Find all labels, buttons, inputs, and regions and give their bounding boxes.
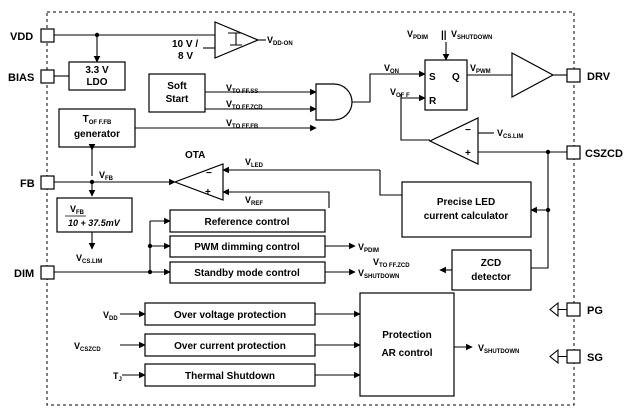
soft-start-block	[148, 73, 206, 113]
pin-drv[interactable]	[566, 68, 581, 83]
prot-line2: AR control	[381, 348, 432, 359]
formula-text: 10 + 37.5mV	[68, 218, 121, 228]
protection-ar-block	[359, 292, 455, 397]
vdd-in-label: VDD	[103, 310, 118, 322]
ota-plus: +	[205, 187, 211, 198]
ocp-label: Over current protection	[174, 341, 286, 352]
vto-ffss-label: VTO FF.SS	[226, 83, 258, 95]
chip-boundary	[46, 11, 575, 406]
vto-ffzcd-label: VTO FF.ZCD	[226, 99, 263, 111]
led-calc-out-wire	[379, 170, 402, 196]
cslim-minus: −	[465, 125, 471, 136]
prot-line1: Protection	[382, 330, 431, 341]
pin-fb-label: FB	[20, 178, 35, 190]
zcd-detector	[451, 249, 532, 291]
ff-r-label: R	[429, 96, 437, 107]
vto-fffb-label: VTO FF.FB	[226, 118, 259, 130]
or-symbol: ||	[441, 30, 447, 41]
pin-dim-label: DIM	[14, 268, 34, 280]
vto-ffzcd-in-label: VTO FF.ZCD	[373, 257, 410, 269]
comparator-to-ff-reset-wire	[400, 94, 430, 141]
hysteresis-icon	[228, 32, 242, 46]
standby-label: Standby mode control	[194, 268, 300, 279]
pin-dim[interactable]	[40, 265, 55, 280]
vcslim-out-label: VCS.LIM	[76, 253, 102, 265]
vcslim-label: VCS.LIM	[497, 128, 523, 140]
toff-generator-block	[58, 108, 136, 148]
ota-amplifier	[173, 163, 224, 201]
von-label: VON	[384, 63, 399, 75]
pin-bias[interactable]	[40, 69, 55, 84]
cslim-comparator	[428, 117, 479, 165]
reference-control-block	[169, 209, 326, 233]
ldo-line2: LDO	[86, 77, 107, 88]
pin-sg-label: SG	[587, 352, 603, 364]
vshutdown-top-label: VSHUTDOWN	[451, 29, 492, 41]
and-to-ff-set-wire	[352, 70, 426, 103]
voff-label: VOF F	[390, 87, 410, 99]
pin-fb[interactable]	[40, 175, 55, 190]
pg-open-drain-icon	[549, 301, 567, 318]
led-calc-line1: Precise LED	[437, 197, 495, 208]
ff-q-label: Q	[452, 72, 460, 83]
formula-vfb: VFB	[70, 204, 85, 216]
ldo-line1: 3.3 V	[85, 65, 109, 76]
vshutdown-prot-label: VSHUTDOWN	[478, 343, 519, 355]
toff-gen-line2: generator	[74, 129, 120, 140]
vdd-on-label: VDD-ON	[267, 35, 293, 47]
tsd-label: Thermal Shutdown	[185, 371, 275, 382]
vshutdown-out-label: VSHUTDOWN	[358, 268, 399, 280]
fb-formula-block	[56, 197, 133, 233]
toff-gen-line1: TOF F.FB	[83, 114, 112, 126]
cslim-plus: +	[465, 148, 471, 159]
soft-start-line1: Soft	[167, 81, 187, 92]
pin-cszcd-label: CSZCD	[585, 148, 623, 160]
soft-start-line2: Start	[166, 94, 189, 105]
cszcd-down-wire	[531, 152, 549, 269]
pin-pg-label: PG	[587, 305, 603, 317]
pwm-dim-label: PWM dimming control	[194, 242, 300, 253]
uvlo-thresh-line2: 8 V	[178, 51, 193, 62]
vpdim-out-label: VPDIM	[358, 242, 379, 254]
vref-to-ota-wire	[222, 188, 330, 208]
led-calc-line2: current calculator	[424, 211, 509, 222]
vpdim-top-label: VPDIM	[407, 29, 428, 41]
uvlo-thresh-line1: 10 V /	[172, 39, 198, 50]
pin-bias-label: BIAS	[8, 72, 34, 84]
pin-vdd[interactable]	[40, 28, 55, 43]
tj-in-label: TJ	[113, 371, 122, 383]
ota-label: OTA	[185, 150, 205, 161]
pin-drv-label: DRV	[587, 71, 611, 83]
vcszcd-in-label: VCSZCD	[74, 341, 101, 353]
pin-cszcd[interactable]	[566, 145, 581, 160]
gate-driver-buffer	[511, 51, 555, 99]
sg-open-drain-icon	[549, 348, 567, 365]
pin-sg[interactable]	[566, 349, 581, 364]
ff-s-label: S	[429, 72, 436, 83]
vled-label: VLED	[245, 157, 264, 169]
vref-label: VREF	[245, 195, 263, 207]
pin-pg[interactable]	[566, 302, 581, 317]
zcd-line2: detector	[471, 272, 511, 283]
and-gate	[315, 83, 353, 121]
ref-control-label: Reference control	[204, 217, 289, 228]
led-current-calculator	[401, 181, 532, 238]
vfb-label: VFB	[99, 170, 114, 182]
ovp-label: Over voltage protection	[174, 310, 286, 321]
pin-vdd-label: VDD	[10, 31, 33, 43]
ota-minus: −	[206, 168, 212, 179]
ldo-block	[68, 61, 126, 91]
calc-junction	[545, 207, 551, 213]
zcd-line1: ZCD	[481, 258, 502, 269]
vpwm-label: VPWM	[470, 63, 491, 75]
